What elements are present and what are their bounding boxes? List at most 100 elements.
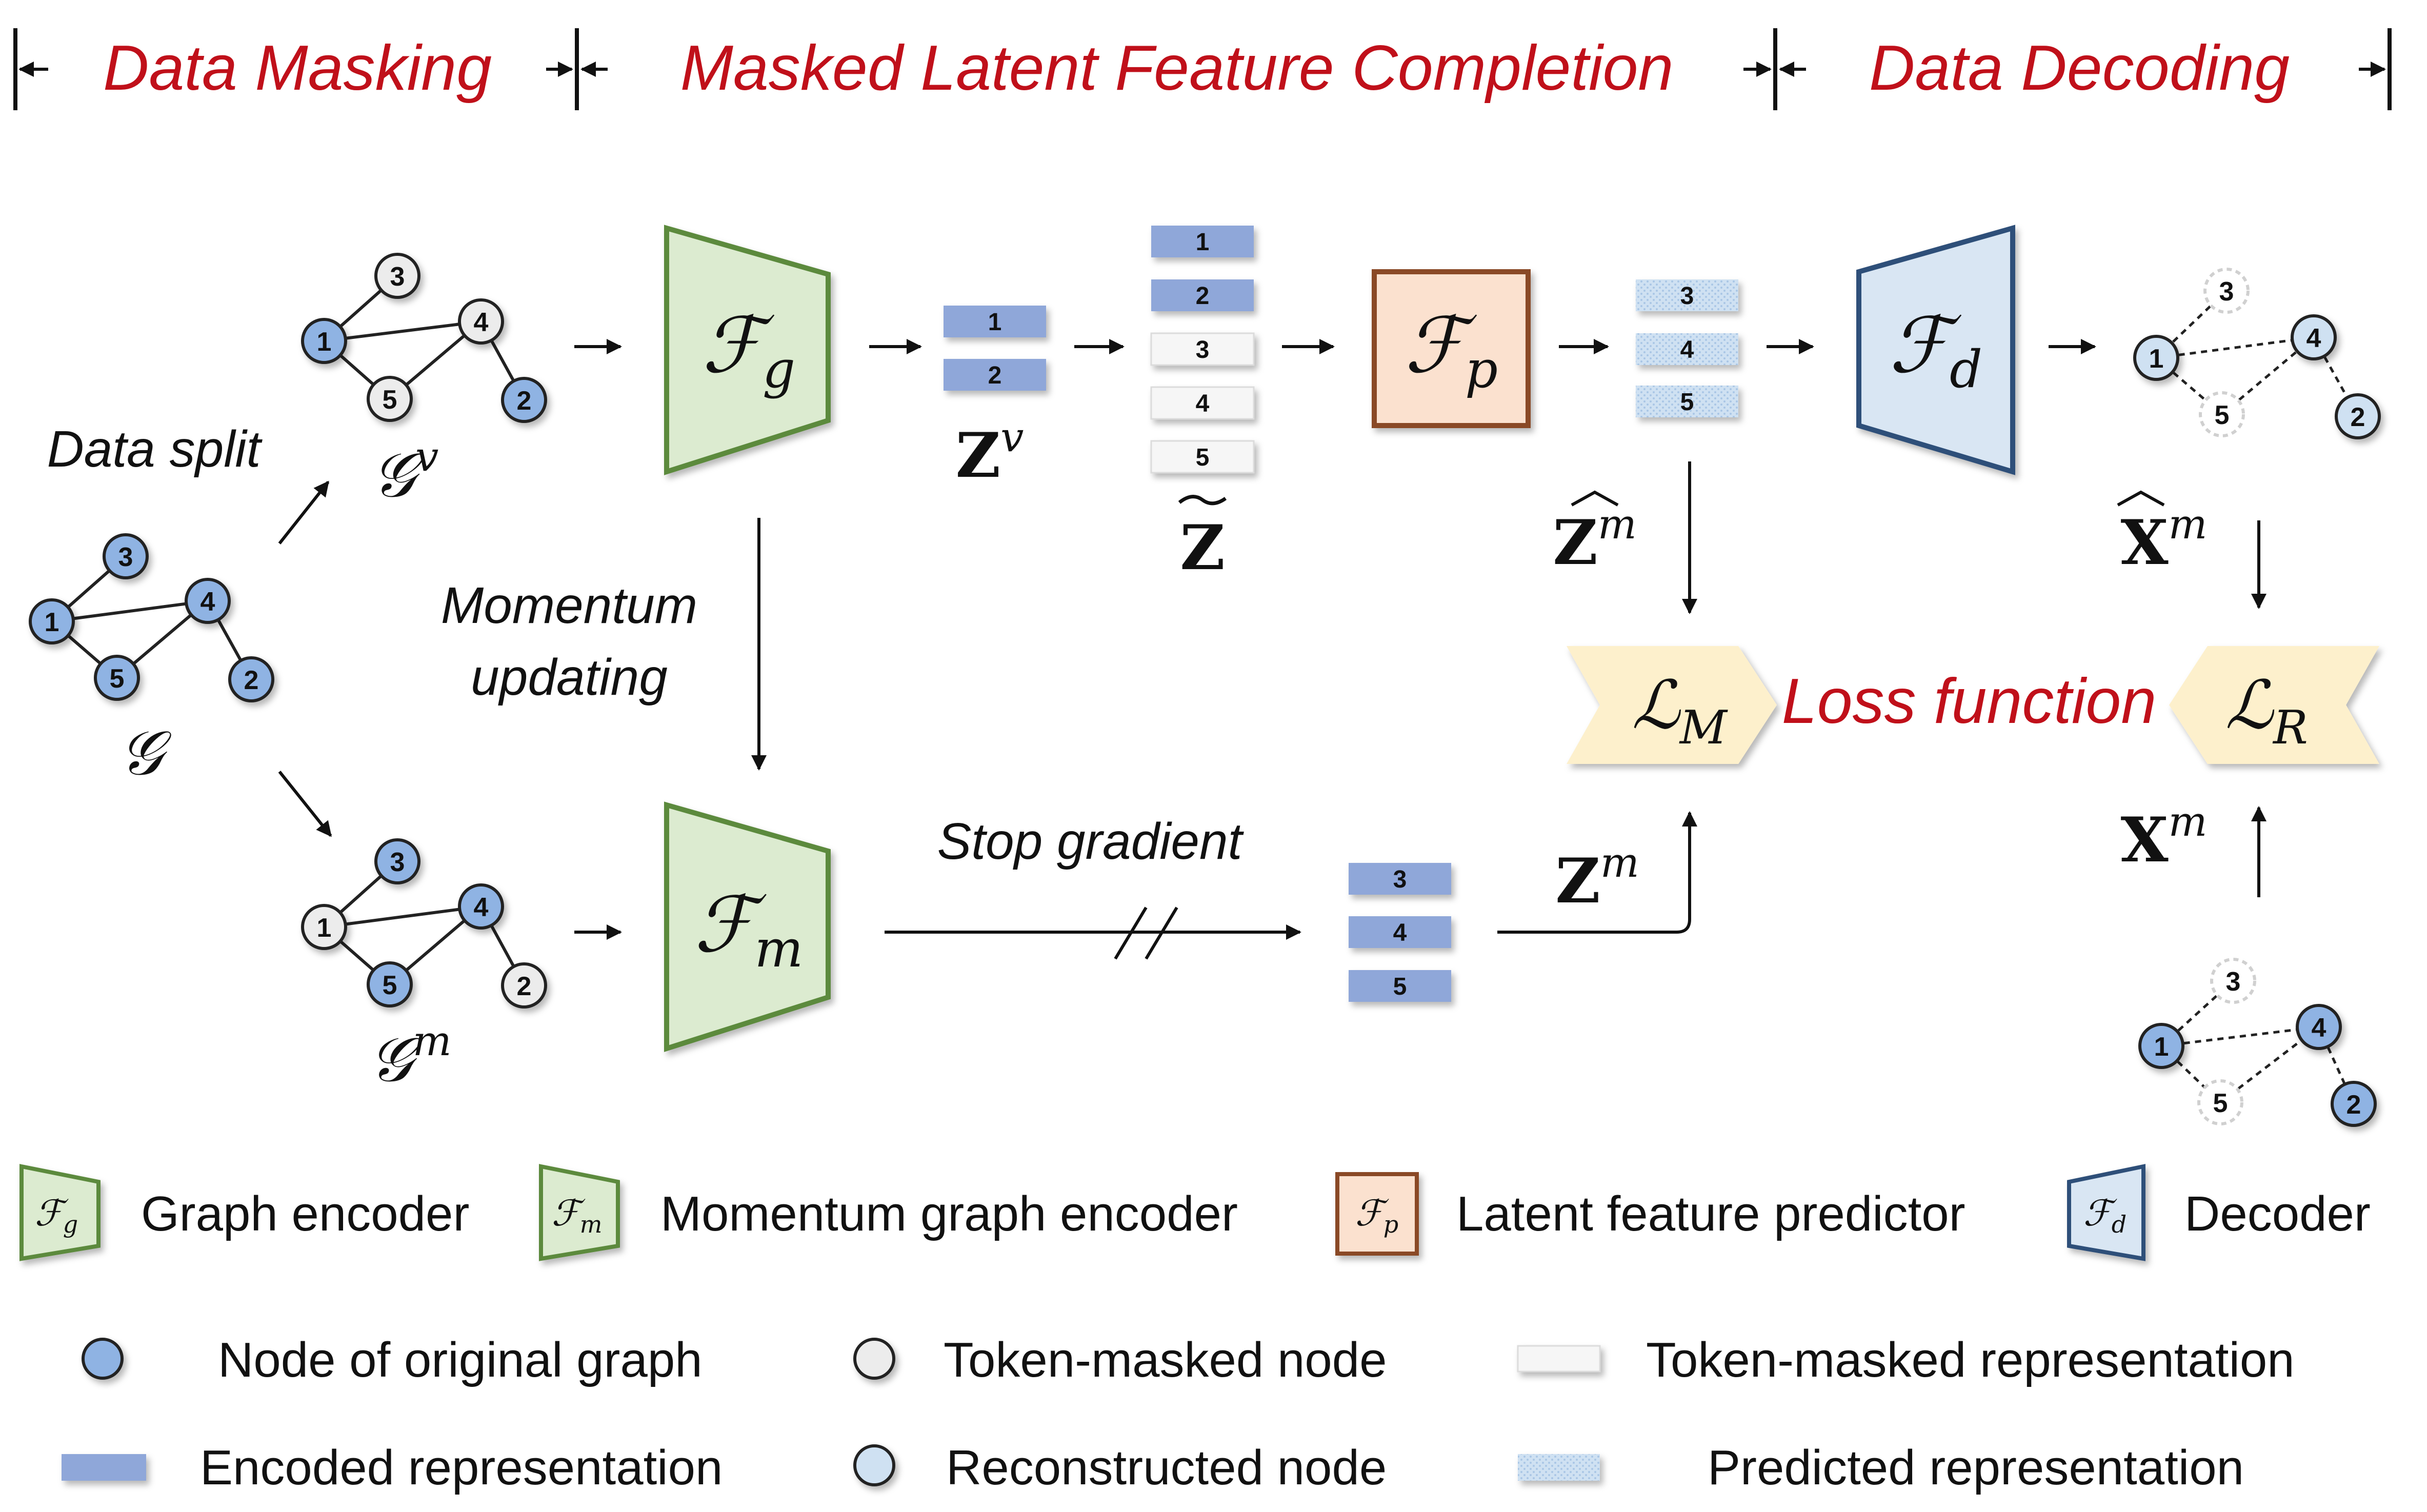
decoder-symbol: ℱd <box>1889 301 1982 399</box>
svg-text:ℱd: ℱd <box>2083 1192 2127 1238</box>
svg-text:4: 4 <box>1680 336 1694 364</box>
ztilde-token-5 <box>1150 440 1255 474</box>
loss-function-label: Loss function <box>1782 666 2157 737</box>
legend-encoded-repr-swatch <box>62 1454 146 1481</box>
zm-to-loss-arrow <box>1497 811 1697 934</box>
svg-text:5: 5 <box>383 385 397 415</box>
stage-data-masking: Data Masking <box>103 33 492 104</box>
zv-token-1 <box>944 306 1046 337</box>
node-visible-2 <box>501 377 547 423</box>
recon-node-1 <box>2133 335 2179 381</box>
zm-tokens <box>1349 863 1451 1002</box>
stage-latent-completion: Masked Latent Feature Completion <box>680 33 1674 104</box>
legend-original-node-swatch <box>82 1338 124 1380</box>
node-original-5 <box>94 655 140 701</box>
legend-predicted-repr-swatch <box>1518 1454 1600 1481</box>
node-masked-3 <box>374 838 420 884</box>
target-node-5 <box>2197 1079 2243 1125</box>
svg-text:4: 4 <box>200 587 215 617</box>
legend-reconstructed-node-text: Reconstructed node <box>946 1440 1387 1495</box>
zm-token-5 <box>1349 970 1451 1002</box>
node-visible-3 <box>374 253 420 299</box>
legend-momentum-encoder-text: Momentum graph encoder <box>660 1186 1238 1241</box>
zm-token-4 <box>1349 916 1451 948</box>
graph-label-Gv: 𝒢v <box>372 433 439 511</box>
legend-graph-encoder-text: Graph encoder <box>141 1186 469 1241</box>
legend-encoded-repr-text: Encoded representation <box>200 1440 723 1495</box>
node-masked-1 <box>301 904 347 950</box>
svg-text:1: 1 <box>2149 344 2164 374</box>
ztilde-tokens <box>1150 226 1255 474</box>
graph-masked: 3 1 4 5 2 𝒢m <box>301 838 547 1096</box>
svg-text:1: 1 <box>1196 229 1210 256</box>
legend-masked-node-swatch <box>853 1338 895 1380</box>
legend-decoder-swatch <box>2067 1164 2145 1261</box>
svg-text:ℱg: ℱg <box>35 1192 78 1238</box>
svg-text:2: 2 <box>517 972 532 1001</box>
svg-text:4: 4 <box>474 308 489 337</box>
legend-types: Node of original graph Token-masked node… <box>62 1333 2295 1495</box>
target-node-4 <box>2296 1004 2342 1050</box>
svg-text:5: 5 <box>383 971 397 1000</box>
svg-text:4: 4 <box>2306 324 2321 353</box>
predictor-block <box>1372 269 1531 428</box>
split-arrow-up <box>278 480 330 545</box>
loss-m-symbol: ℒM <box>1632 666 1728 755</box>
legend-masked-node-text: Token-masked node <box>944 1333 1387 1387</box>
target-node-1 <box>2138 1023 2184 1069</box>
xm-label: Xm <box>2121 798 2208 876</box>
ztilde-token-3 <box>1150 332 1255 366</box>
node-masked-4 <box>458 883 504 930</box>
graph-reconstructed: 3 1 4 5 2 <box>2133 268 2381 439</box>
loss-r-symbol: ℒR <box>2225 666 2308 755</box>
svg-text:2: 2 <box>2351 402 2365 432</box>
svg-text:3: 3 <box>2226 967 2241 997</box>
node-original-4 <box>185 578 231 624</box>
svg-text:5: 5 <box>1680 389 1694 416</box>
graph-visible: 3 1 4 5 2 𝒢v <box>301 253 547 511</box>
svg-text:5: 5 <box>110 664 125 694</box>
svg-text:3: 3 <box>1196 336 1210 364</box>
stage-header: Data Masking Masked Latent Feature Compl… <box>13 28 2392 110</box>
zhat-token-3 <box>1636 279 1738 311</box>
target-node-2 <box>2331 1081 2377 1127</box>
node-visible-5 <box>367 376 413 422</box>
zhat-m-label: Zm <box>1553 500 1636 579</box>
node-original-1 <box>29 598 75 644</box>
ztilde-label: Z <box>1180 512 1225 584</box>
zhat-token-4 <box>1636 333 1738 365</box>
svg-text:3: 3 <box>390 262 405 292</box>
ztilde-tilde-mark <box>1178 495 1227 506</box>
legend-decoder-text: Decoder <box>2184 1186 2371 1241</box>
target-node-3 <box>2210 958 2256 1004</box>
zv-label: Zv <box>956 413 1024 492</box>
zv-token-2 <box>944 359 1046 391</box>
zhat-token-5 <box>1636 386 1738 417</box>
svg-text:3: 3 <box>2219 277 2234 307</box>
legend-predictor-swatch <box>1335 1172 1419 1256</box>
legend-original-node-text: Node of original graph <box>218 1333 703 1387</box>
svg-text:3: 3 <box>1680 283 1694 310</box>
svg-text:5: 5 <box>1393 973 1407 1000</box>
node-masked-2 <box>501 962 547 1009</box>
svg-text:1: 1 <box>317 327 332 357</box>
xhat-m-label: Xm <box>2121 500 2208 579</box>
svg-text:ℱp: ℱp <box>1355 1192 1398 1238</box>
recon-node-5 <box>2199 391 2245 437</box>
svg-text:2: 2 <box>1196 283 1210 310</box>
svg-text:1: 1 <box>45 608 59 637</box>
node-masked-5 <box>367 961 413 1007</box>
ztilde-token-4 <box>1150 386 1255 420</box>
loss-r-block <box>2169 646 2379 764</box>
svg-text:1: 1 <box>317 913 332 943</box>
svg-text:5: 5 <box>2215 400 2230 430</box>
node-visible-4 <box>458 298 504 345</box>
svg-text:3: 3 <box>118 542 133 572</box>
recon-node-4 <box>2291 314 2337 360</box>
legend-modules: ℱg ℱm ℱp ℱd Graph encoder Momentum graph… <box>19 1164 2371 1261</box>
node-original-3 <box>103 533 149 579</box>
split-arrow-down <box>278 771 332 837</box>
zhat-tokens <box>1636 279 1738 417</box>
